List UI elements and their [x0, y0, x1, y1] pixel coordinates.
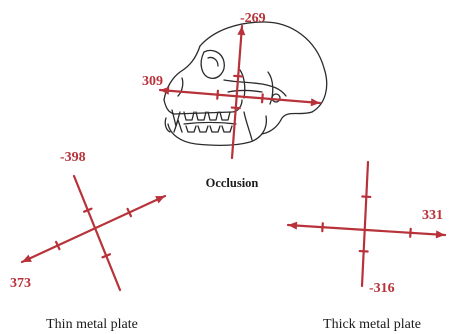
- thin-plate-value-a: -398: [60, 150, 86, 165]
- thin-plate-axis-b-line: [22, 196, 165, 262]
- occlusion-horizontal-axis: [160, 87, 320, 107]
- thick-plate-value-b: -316: [369, 281, 395, 296]
- thick-plate-value-a: 331: [422, 208, 443, 223]
- thin-plate-value-b: 373: [10, 276, 31, 291]
- occlusion-vertical-axis-arrowhead-start: [237, 26, 245, 35]
- occlusion-vertical-axis-tick-2: [232, 108, 240, 109]
- thick-plate-axis-b-arrowhead-end: [436, 230, 445, 238]
- occlusion-horizontal-axis-arrowhead-end: [311, 98, 320, 106]
- thin-plate-axis-b: [22, 196, 165, 262]
- thick-plate-caption: Thick metal plate: [323, 317, 421, 332]
- thick-plate-axis-b-arrowhead-start: [288, 222, 297, 230]
- occlusion-horizontal-axis-tick-1: [217, 91, 218, 99]
- occlusion-vertical-value: -269: [240, 11, 266, 26]
- occlusion-vertical-axis: [232, 26, 245, 158]
- thick-plate-axis-a: [360, 162, 371, 286]
- thin-plate-axis-a-tick-1: [84, 209, 91, 212]
- thin-plate-axis-a-line: [74, 176, 120, 290]
- occlusion-caption: Occlusion: [206, 176, 259, 190]
- thick-plate-axis-a-line: [362, 162, 368, 286]
- thin-plate-axis-b-tick-2: [128, 209, 131, 216]
- occlusion-vertical-axis-line: [232, 26, 242, 158]
- occlusion-horizontal-axis-line: [160, 90, 320, 103]
- thin-plate-caption: Thin metal plate: [46, 317, 138, 332]
- occlusion-horizontal-axis-tick-2: [262, 94, 263, 102]
- thick-plate-axis-b: [288, 222, 445, 239]
- occlusion-vertical-axis-tick-1: [234, 76, 242, 77]
- thick-plate-axis-b-tick-2: [410, 229, 411, 237]
- thin-plate-axis-a-tick-2: [102, 254, 109, 257]
- thick-plate-axis-b-tick-1: [322, 223, 323, 231]
- skull-illustration: [164, 22, 327, 145]
- thin-plate-axis-a: [74, 176, 120, 290]
- occlusion-horizontal-value: 309: [142, 74, 163, 89]
- thick-plate-axis-b-line: [288, 225, 445, 235]
- thin-plate-axis-b-tick-1: [56, 242, 59, 249]
